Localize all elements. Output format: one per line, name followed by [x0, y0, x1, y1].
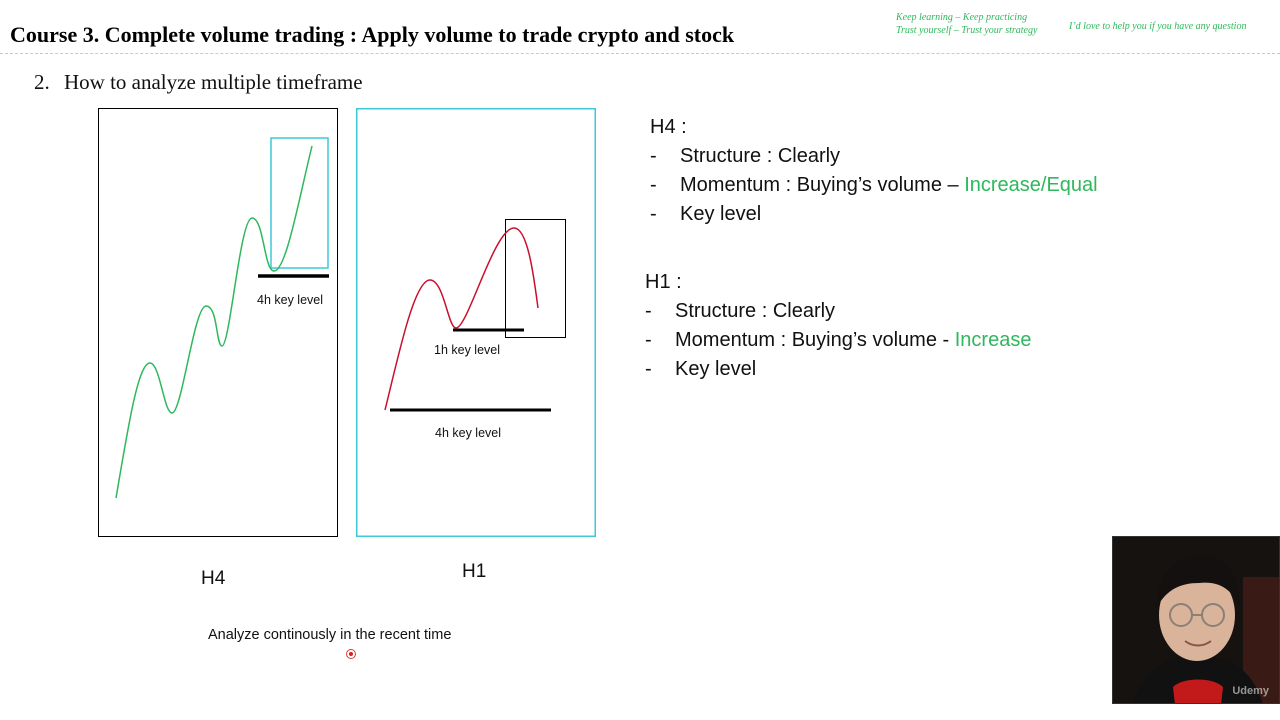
header-divider	[0, 53, 1280, 54]
note-highlight: Increase	[954, 329, 1032, 351]
h1-4h-key-level-label: 4h key level	[435, 426, 502, 440]
h1-price-line	[384, 227, 539, 411]
presenter-avatar	[1113, 537, 1279, 703]
h1-note-momentum: - Momentum : Buying’s volume - Increase	[645, 329, 1031, 358]
motto-line-2: Trust yourself – Trust your strategy	[896, 25, 1038, 36]
analysis-footer-note: Analyze continously in the recent time	[208, 627, 452, 643]
h1-chart-panel	[356, 108, 596, 537]
note-text: Momentum : Buying’s volume –	[680, 174, 965, 196]
bullet-dash: -	[650, 145, 657, 167]
h4-notes: H4 : - Structure : Clearly - Momentum : …	[650, 116, 1098, 232]
section-title: 2. How to analyze multiple timeframe	[34, 70, 363, 95]
presenter-cursor-icon	[346, 649, 356, 659]
note-text: Key level	[675, 358, 757, 380]
motto-line-1: Keep learning – Keep practicing	[896, 12, 1028, 23]
webcam-overlay: Udemy	[1112, 536, 1280, 704]
note-highlight: Increase/Equal	[964, 174, 1098, 196]
h4-note-structure: - Structure : Clearly	[650, 145, 1098, 174]
h4-note-key-level: - Key level	[650, 203, 1098, 232]
section-title-text: How to analyze multiple timeframe	[64, 70, 363, 94]
h1-panel-border	[356, 108, 596, 537]
note-text: Structure : Clearly	[675, 300, 836, 322]
note-text: Momentum : Buying’s volume -	[675, 329, 955, 351]
h4-panel-border	[98, 108, 338, 537]
bullet-dash: -	[645, 358, 652, 380]
bullet-dash: -	[645, 300, 652, 322]
h4-price-line	[115, 145, 313, 499]
bullet-dash: -	[650, 174, 657, 196]
h1-note-structure: - Structure : Clearly	[645, 300, 1031, 329]
h4-note-momentum: - Momentum : Buying’s volume – Increase/…	[650, 174, 1098, 203]
h1-note-key-level: - Key level	[645, 358, 1031, 387]
h4-notes-heading: H4 :	[650, 116, 687, 138]
h1-focus-box	[505, 219, 566, 338]
h1-notes: H1 : - Structure : Clearly - Momentum : …	[645, 271, 1031, 387]
section-number: 2.	[34, 70, 50, 94]
h1-timeframe-label: H1	[462, 561, 487, 582]
course-title: Course 3. Complete volume trading : Appl…	[10, 22, 735, 47]
note-text: Structure : Clearly	[680, 145, 841, 167]
h4-timeframe-label: H4	[201, 568, 226, 589]
note-text: Key level	[680, 203, 762, 225]
h1-1h-key-level-label: 1h key level	[434, 343, 501, 357]
bullet-dash: -	[645, 329, 652, 351]
help-note: I’d love to help you if you have any que…	[1069, 21, 1247, 32]
h4-key-level-label: 4h key level	[257, 293, 324, 307]
h4-focus-box	[270, 137, 329, 269]
bullet-dash: -	[650, 203, 657, 225]
udemy-watermark: Udemy	[1232, 685, 1269, 697]
h4-chart-panel	[98, 108, 338, 537]
h1-notes-heading: H1 :	[645, 271, 682, 293]
